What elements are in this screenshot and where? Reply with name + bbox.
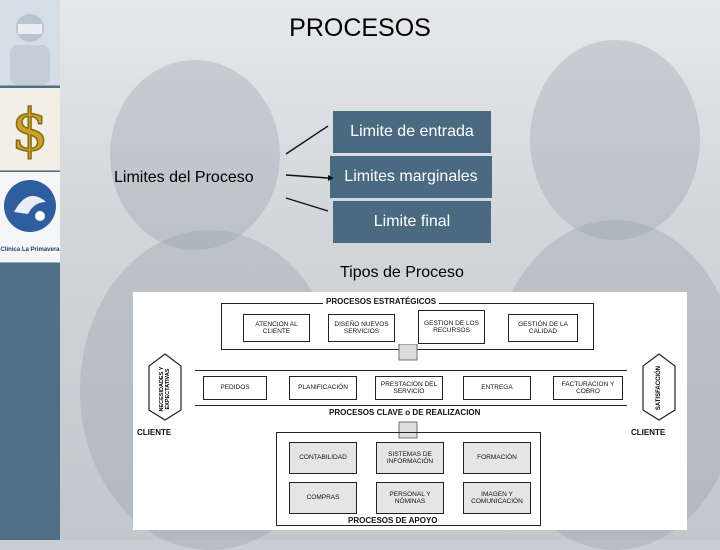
chain-band [195,370,627,406]
satisfaction-label: SATISFACCIÓN [656,365,662,411]
support-box-5: PERSONAL Y NÓMINAS [376,482,444,514]
limites-proceso-label: Limites del Proceso [114,169,254,186]
chain-box-3: PRESTACION DEL SERVICIO [375,376,443,400]
support-frame [276,432,541,526]
chain-box-2: PLANIFICACIÓN [289,376,357,400]
logo-text: Clínica La Primavera [0,247,60,253]
limite-final-box: Limite final [333,201,491,243]
apoyo-label: PROCESOS DE APOYO [345,516,441,525]
limites-marginales-box: Limites marginales [330,156,492,198]
sidebar: $ Clínica La Primavera [0,0,60,540]
support-box-1: CONTABILIDAD [289,442,357,474]
cliente-left: CLIENTE [137,428,172,437]
support-box-2: SISTEMAS DE INFORMACIÓN [376,442,444,474]
strategic-label: PROCESOS ESTRATÉGICOS [323,297,440,306]
strategic-box-2: DISEÑO NUEVOS SERVICIOS [328,314,395,342]
needs-label: NECESIDADES Y EXPECTATIVAS [158,366,171,412]
limite-entrada-box: Limite de entrada [333,111,491,153]
support-box-6: IMAGEN Y COMUNICACIÓN [463,482,531,514]
doctor-photo [0,0,60,86]
chain-box-4: ENTREGA [463,376,531,400]
clave-label: PROCESOS CLAVE o DE REALIZACION [329,408,481,417]
support-box-4: COMPRAS [289,482,357,514]
needs-arrow [148,353,182,421]
satisfaction-arrow [642,353,676,421]
clinic-logo: Clínica La Primavera [0,172,60,263]
connector-lines [285,125,334,212]
strategic-box-3: GESTION DE LOS RECURSOS [418,310,485,344]
strategic-box-1: ATENCION AL CLIENTE [243,314,310,342]
support-box-3: FORMACIÓN [463,442,531,474]
chain-box-5: FACTURACION Y COBRO [553,376,623,400]
svg-text:$: $ [12,96,49,164]
tipos-proceso-label: Tipos de Proceso [340,264,464,281]
chain-box-1: PEDIDOS [203,376,267,400]
dollar-icon: $ [0,88,60,171]
cliente-right: CLIENTE [631,428,666,437]
strategic-box-4: GESTIÓN DE LA CALIDAD [508,314,578,342]
page-title: PROCESOS [289,14,431,42]
process-map: PROCESOS ESTRATÉGICOS ATENCION AL CLIENT… [133,292,687,530]
vertical-arrows [398,344,418,439]
